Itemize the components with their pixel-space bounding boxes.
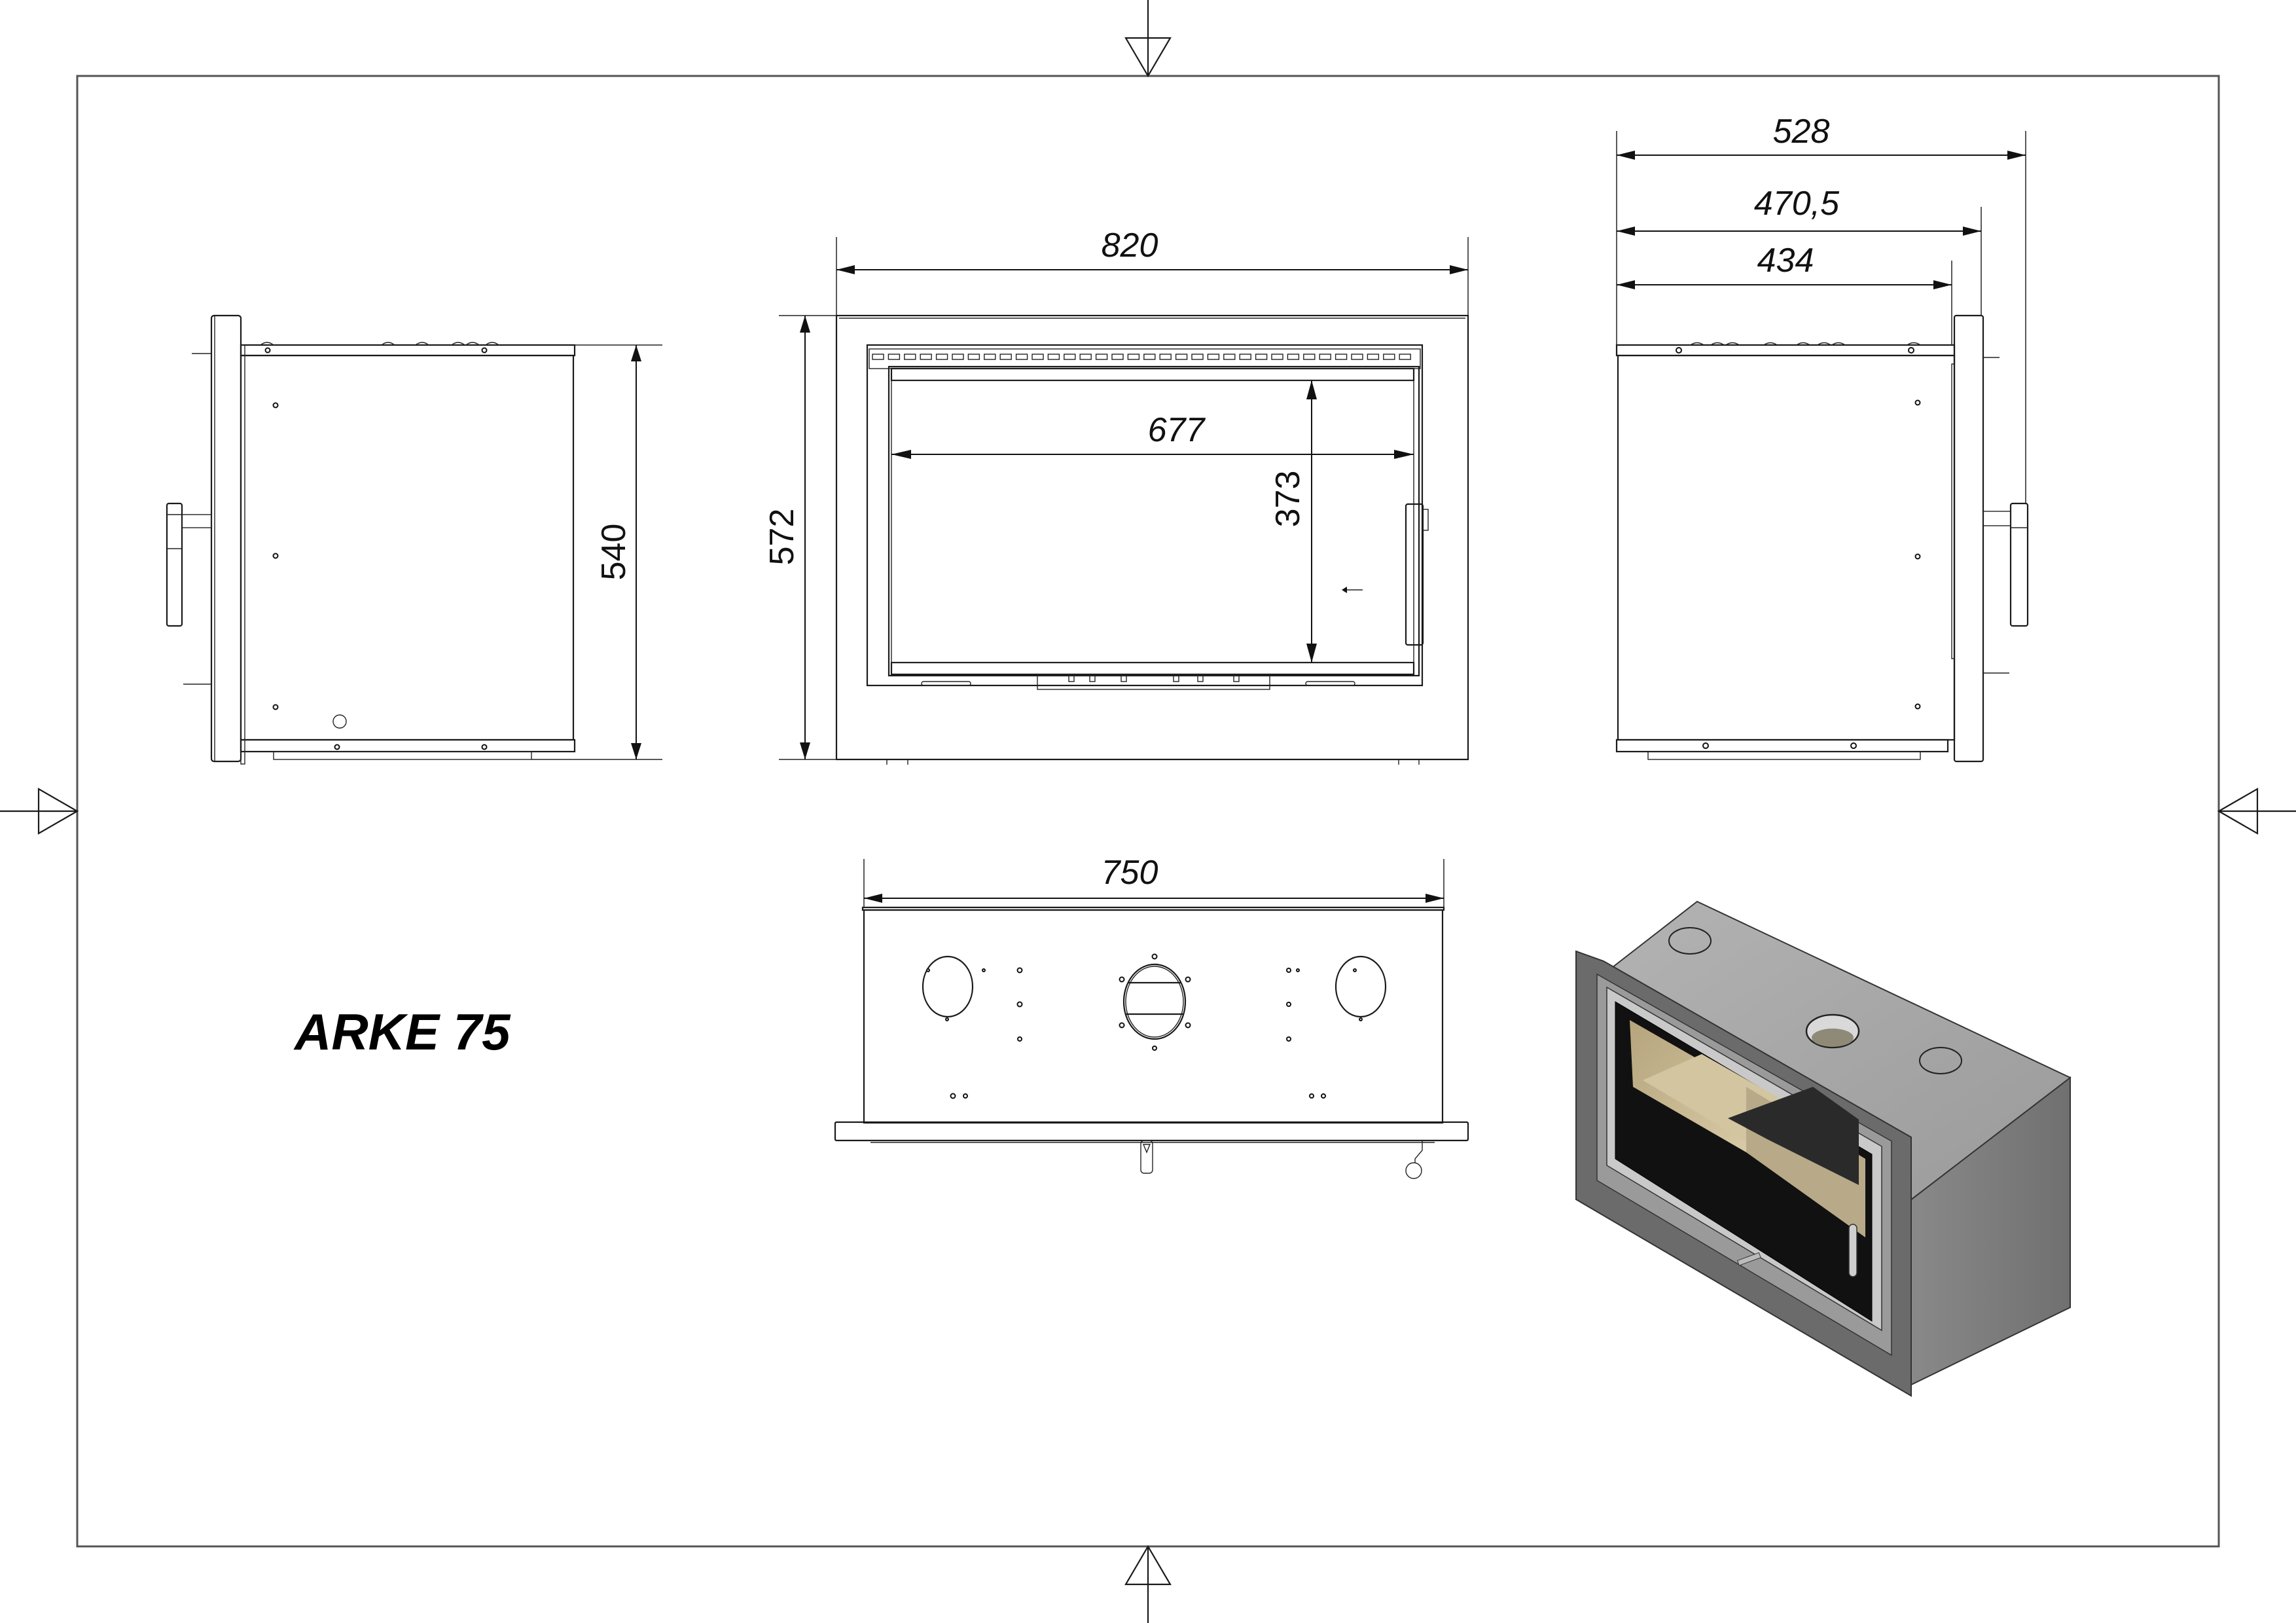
dimension-540: 540	[531, 344, 662, 760]
dimension-373-label: 373	[1269, 471, 1307, 528]
isometric-3d-view	[1575, 900, 2072, 1397]
top-view: 750	[834, 854, 1469, 1179]
dimension-434: 434	[1617, 242, 1952, 345]
dimension-434-label: 434	[1757, 242, 1814, 280]
dimension-373: 373	[1269, 380, 1317, 663]
center-marker-top-icon	[1124, 0, 1172, 78]
dimension-528-label: 528	[1773, 113, 1830, 151]
right-side-view: 528 470,5 434	[1615, 113, 2029, 763]
drawing-title: ARKE 75	[293, 1003, 511, 1061]
dimension-540-label: 540	[595, 524, 633, 581]
dimension-470-5: 470,5	[1617, 185, 1982, 316]
center-marker-right-icon	[2217, 788, 2296, 835]
left-side-view: 540	[166, 314, 662, 765]
dimension-820: 820	[836, 227, 1469, 316]
front-view: 820 572 677 373	[763, 227, 1469, 765]
dimension-528: 528	[1616, 113, 2026, 503]
dimension-750-label: 750	[1102, 854, 1158, 892]
dimension-820-label: 820	[1102, 227, 1158, 264]
center-marker-bottom-icon	[1124, 1544, 1172, 1623]
dimension-470-5-label: 470,5	[1754, 185, 1840, 223]
dimension-572: 572	[763, 315, 836, 760]
dimension-572-label: 572	[763, 509, 801, 566]
center-marker-left-icon	[0, 788, 79, 835]
dimension-750: 750	[863, 854, 1444, 907]
dimension-677-label: 677	[1148, 411, 1206, 449]
dimension-677: 677	[891, 411, 1414, 459]
